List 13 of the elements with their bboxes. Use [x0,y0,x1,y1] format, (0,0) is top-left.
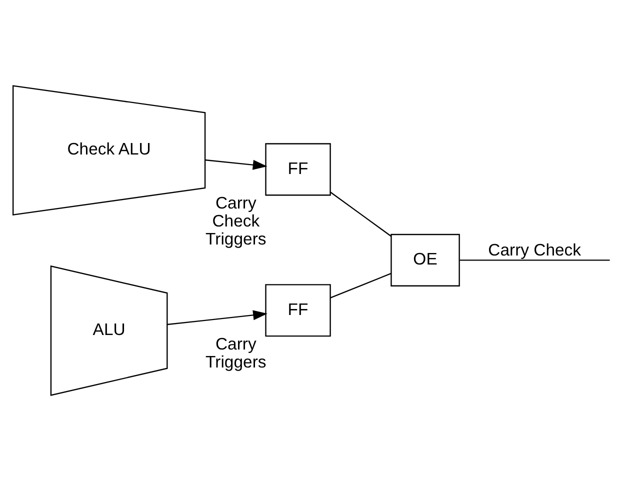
node-box: FF [265,143,331,196]
arrow [205,159,268,170]
connector [460,260,610,261]
node-box: ALU [50,265,168,396]
node-box: Check ALU [12,85,206,216]
node-box: FF [265,284,331,337]
node-label: Carry Triggers [206,334,266,372]
connector [330,272,392,298]
node-box: OE [390,234,460,286]
arrow [167,310,268,326]
edge-label: Carry Check [488,240,582,260]
node-label: Carry Check Triggers [206,193,266,248]
connector [330,192,392,237]
